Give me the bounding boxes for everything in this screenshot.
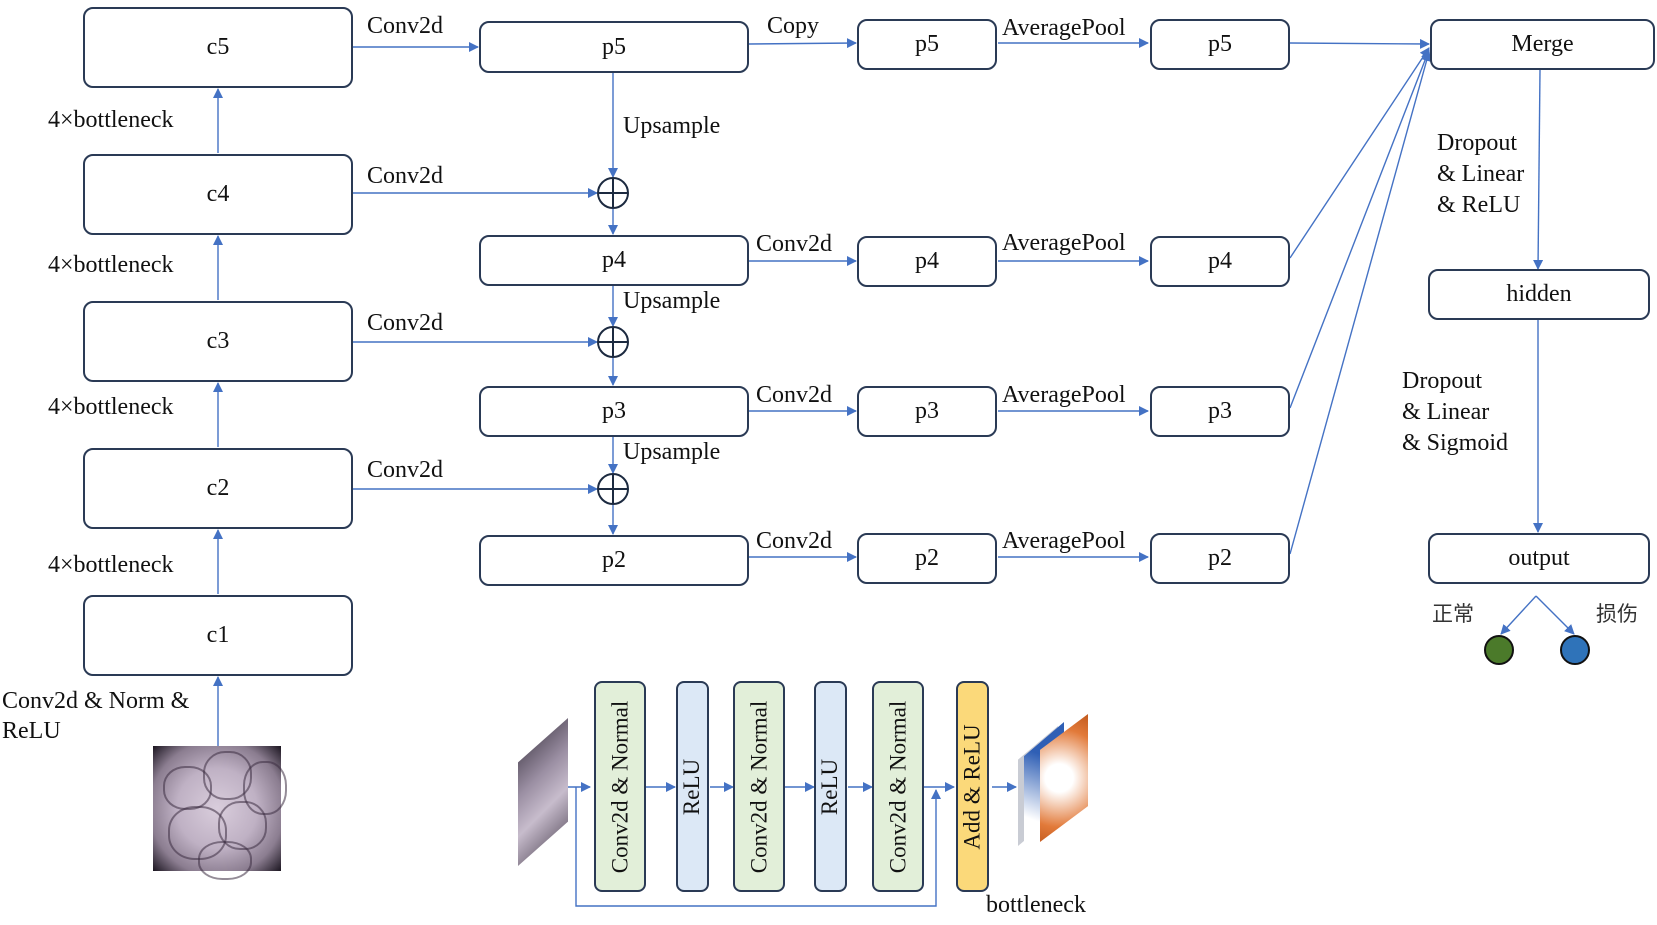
out-node-p4: p4: [1150, 236, 1290, 287]
arrow-output-normal: [1500, 595, 1537, 635]
pool-label-4: AveragePool: [1002, 230, 1126, 256]
bottleneck-label-c4-c5: 4×bottleneck: [48, 107, 174, 133]
lateral-label-c2: Conv2d: [367, 457, 444, 483]
bn-layer-add-relu: Add & ReLU: [956, 681, 989, 892]
class-node-damage: [1560, 635, 1590, 665]
bottleneck-title: bottleneck: [986, 892, 1086, 918]
arrow-p3-merge: [1289, 49, 1431, 409]
upsample-label-p3: Upsample: [623, 439, 721, 465]
class-node-normal: [1484, 635, 1514, 665]
stem-label: Conv2d & Norm & ReLU: [2, 688, 190, 744]
node-p3: p3: [479, 386, 749, 437]
head-op-1: Dropout & Linear & ReLU: [1437, 130, 1525, 219]
arrow-p4-merge: [1289, 47, 1430, 259]
head-op-2: Dropout & Linear & Sigmoid: [1402, 368, 1509, 457]
pool-label-3: AveragePool: [1002, 382, 1126, 408]
bn-output-feature-maps: [1018, 712, 1093, 852]
class-label-damage: 损伤: [1596, 602, 1638, 626]
pool-label-2: AveragePool: [1002, 528, 1126, 554]
add-node-p3: [597, 326, 629, 358]
bn-layer-relu-2: ReLU: [814, 681, 847, 892]
input-image: [153, 746, 287, 880]
output-node: output: [1428, 533, 1650, 584]
out-node-p2: p2: [1150, 533, 1290, 584]
upsample-label-p5: Upsample: [623, 113, 721, 139]
bottleneck-label-c3-c4: 4×bottleneck: [48, 252, 174, 278]
bottleneck-label-c2-c3: 4×bottleneck: [48, 394, 174, 420]
arrow-p2-merge: [1289, 51, 1432, 555]
arrow-merge-hidden: [1533, 69, 1544, 270]
bn-skip-connection: [575, 787, 941, 907]
pool-label-5: AveragePool: [1002, 15, 1126, 41]
lateral-label-c4: Conv2d: [367, 163, 444, 189]
class-label-normal: 正常: [1432, 602, 1474, 626]
arrow-p5-merge: [1289, 38, 1430, 49]
arrow-p5-copy: [748, 38, 857, 49]
node-c1: c1: [83, 595, 353, 676]
node-p4: p4: [479, 235, 749, 286]
branch-op-5: Copy: [767, 13, 820, 39]
add-node-p4: [597, 177, 629, 209]
branch-op-3: Conv2d: [756, 382, 833, 408]
bn-layer-conv-3: Conv2d & Normal: [872, 681, 924, 892]
bn-layer-conv-1: Conv2d & Normal: [594, 681, 646, 892]
branch-op-4: Conv2d: [756, 231, 833, 257]
arrow-output-damage: [1535, 595, 1575, 635]
upsample-label-p4: Upsample: [623, 288, 721, 314]
lateral-label-c5: Conv2d: [367, 13, 444, 39]
merge-node: Merge: [1430, 19, 1655, 70]
mid-node-p5: p5: [857, 19, 997, 70]
mid-node-p2: p2: [857, 533, 997, 584]
mid-node-p3: p3: [857, 386, 997, 437]
bottleneck-label-c1-c2: 4×bottleneck: [48, 552, 174, 578]
bn-layer-relu-1: ReLU: [676, 681, 709, 892]
lateral-label-c3: Conv2d: [367, 310, 444, 336]
mid-node-p4: p4: [857, 236, 997, 287]
out-node-p5: p5: [1150, 19, 1290, 70]
bn-layer-conv-2: Conv2d & Normal: [733, 681, 785, 892]
node-c5: c5: [83, 7, 353, 88]
node-c2: c2: [83, 448, 353, 529]
add-node-p2: [597, 473, 629, 505]
hidden-node: hidden: [1428, 269, 1650, 320]
node-p5: p5: [479, 21, 749, 73]
node-c3: c3: [83, 301, 353, 382]
out-node-p3: p3: [1150, 386, 1290, 437]
node-p2: p2: [479, 535, 749, 586]
node-c4: c4: [83, 154, 353, 235]
branch-op-2: Conv2d: [756, 528, 833, 554]
